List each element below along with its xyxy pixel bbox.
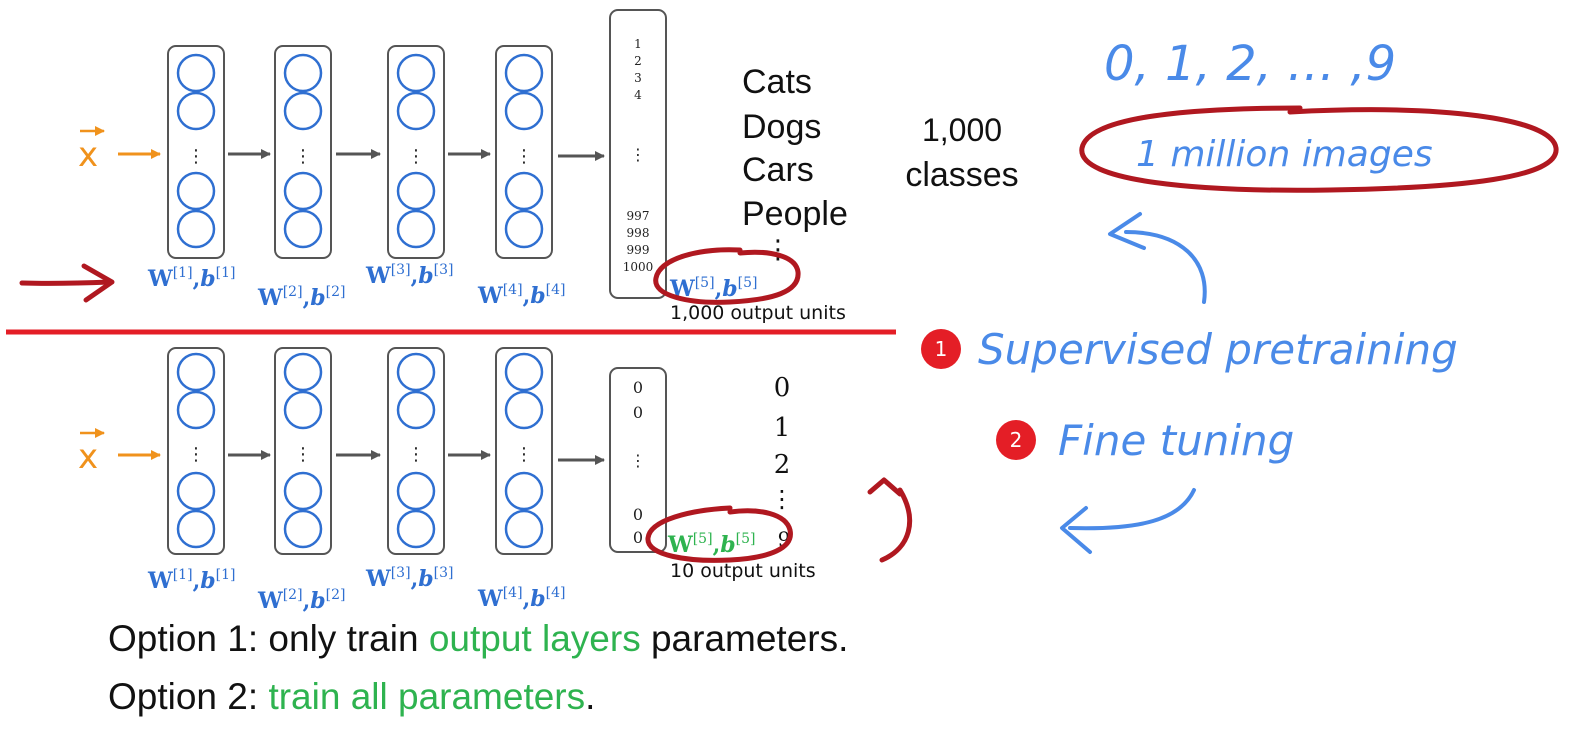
- svg-text:⋮: ⋮: [630, 451, 646, 470]
- output-layer-bottom: 0 0 ⋮ 0 0: [609, 367, 667, 553]
- output-layer-top: 1 2 3 4 ⋮ 997 998 999 1000: [609, 9, 667, 299]
- pretraining-up-arrow: [1108, 212, 1207, 304]
- hidden-layer-4-top: ⋮: [495, 45, 553, 259]
- svg-text:2: 2: [1010, 428, 1023, 452]
- svg-text:0: 0: [633, 528, 643, 547]
- weight-label-2-bottom: W[2],b[2]: [257, 587, 345, 614]
- weight-label-3-top: W[3],b[3]: [365, 262, 453, 289]
- svg-text:0: 0: [633, 378, 643, 397]
- svg-text:⋮: ⋮: [407, 146, 425, 167]
- dataset-size-annotation: 1 million images: [1136, 134, 1433, 175]
- weight-label-4-top: W[4],b[4]: [477, 282, 565, 309]
- svg-text:⋮: ⋮: [515, 146, 533, 167]
- svg-text:1: 1: [935, 337, 948, 361]
- finetune-down-arrow: [1060, 488, 1196, 554]
- option-2-highlight: train all parameters: [268, 676, 586, 717]
- class-dogs: Dogs: [742, 108, 821, 146]
- svg-text:⋮: ⋮: [515, 444, 533, 465]
- fine-tune-red-arrow: [867, 477, 913, 563]
- svg-text:998: 998: [627, 226, 650, 240]
- hidden-layer-4-bottom: ⋮: [495, 347, 553, 555]
- step-2-badge: 2: [996, 420, 1036, 460]
- svg-text:⋮: ⋮: [407, 444, 425, 465]
- output-units-label-bottom: 10 output units: [670, 560, 816, 582]
- digit-2: 2: [774, 450, 791, 480]
- option-1-text: Option 1: only train output layers param…: [108, 618, 849, 659]
- step-1-badge: 1: [921, 329, 961, 369]
- class-people: People: [742, 195, 848, 233]
- output-units-label-top: 1,000 output units: [670, 302, 846, 324]
- svg-text:⋮: ⋮: [187, 444, 205, 465]
- svg-text:⋮: ⋮: [187, 146, 205, 167]
- hidden-layer-1-bottom: ⋮: [167, 347, 225, 555]
- weight-label-1-top: W[1],b[1]: [147, 265, 235, 292]
- class-cars: Cars: [742, 151, 814, 189]
- left-red-arrow: [19, 263, 115, 303]
- svg-text:⋮: ⋮: [630, 145, 646, 164]
- digit-ellipsis: ⋮: [770, 485, 794, 513]
- svg-text:⋮: ⋮: [294, 146, 312, 167]
- class-cats: Cats: [742, 63, 812, 101]
- weight-label-5-top: W[5],b[5]: [669, 275, 757, 302]
- svg-text:1: 1: [634, 37, 642, 51]
- digit-1: 1: [774, 413, 791, 443]
- hidden-layer-3-top: ⋮: [387, 45, 445, 259]
- hidden-layer-3-bottom: ⋮: [387, 347, 445, 555]
- weight-label-3-bottom: W[3],b[3]: [365, 565, 453, 592]
- network-top: x ⋮ ⋮ ⋮: [78, 9, 1019, 324]
- weight-label-2-top: W[2],b[2]: [257, 284, 345, 311]
- class-count: 1,000: [922, 112, 1002, 148]
- step-1-label: Supervised pretraining: [978, 325, 1458, 374]
- class-count-label: classes: [905, 156, 1018, 194]
- input-x-top: x: [78, 135, 98, 175]
- svg-text:0: 0: [633, 403, 643, 422]
- network-bottom: x ⋮ ⋮ ⋮: [78, 347, 816, 614]
- svg-text:999: 999: [627, 243, 650, 257]
- svg-text:4: 4: [634, 88, 642, 102]
- hidden-layer-2-top: ⋮: [274, 45, 332, 259]
- weight-label-1-bottom: W[1],b[1]: [147, 567, 235, 594]
- hidden-layer-1-top: ⋮: [167, 45, 225, 259]
- svg-text:3: 3: [634, 71, 642, 85]
- red-circle-bottom-w5: [645, 505, 793, 563]
- input-x-bottom: x: [78, 437, 98, 477]
- svg-text:1000: 1000: [623, 260, 654, 274]
- svg-text:⋮: ⋮: [294, 444, 312, 465]
- weight-label-5-bottom: W[5],b[5]: [667, 531, 755, 558]
- red-circle-top-w5: [653, 247, 801, 305]
- option-2-text: Option 2: train all parameters.: [108, 676, 596, 717]
- dataset-size-red-oval: [1079, 105, 1559, 193]
- weight-label-4-bottom: W[4],b[4]: [477, 585, 565, 612]
- step-2-label: Fine tuning: [1058, 416, 1294, 465]
- option-1-highlight: output layers: [428, 618, 641, 659]
- digit-range-annotation: 0, 1, 2, … ,9: [1104, 36, 1396, 92]
- digit-0: 0: [774, 373, 791, 403]
- svg-text:2: 2: [634, 54, 642, 68]
- svg-text:997: 997: [627, 209, 650, 223]
- svg-text:0: 0: [633, 505, 643, 524]
- hidden-layer-2-bottom: ⋮: [274, 347, 332, 555]
